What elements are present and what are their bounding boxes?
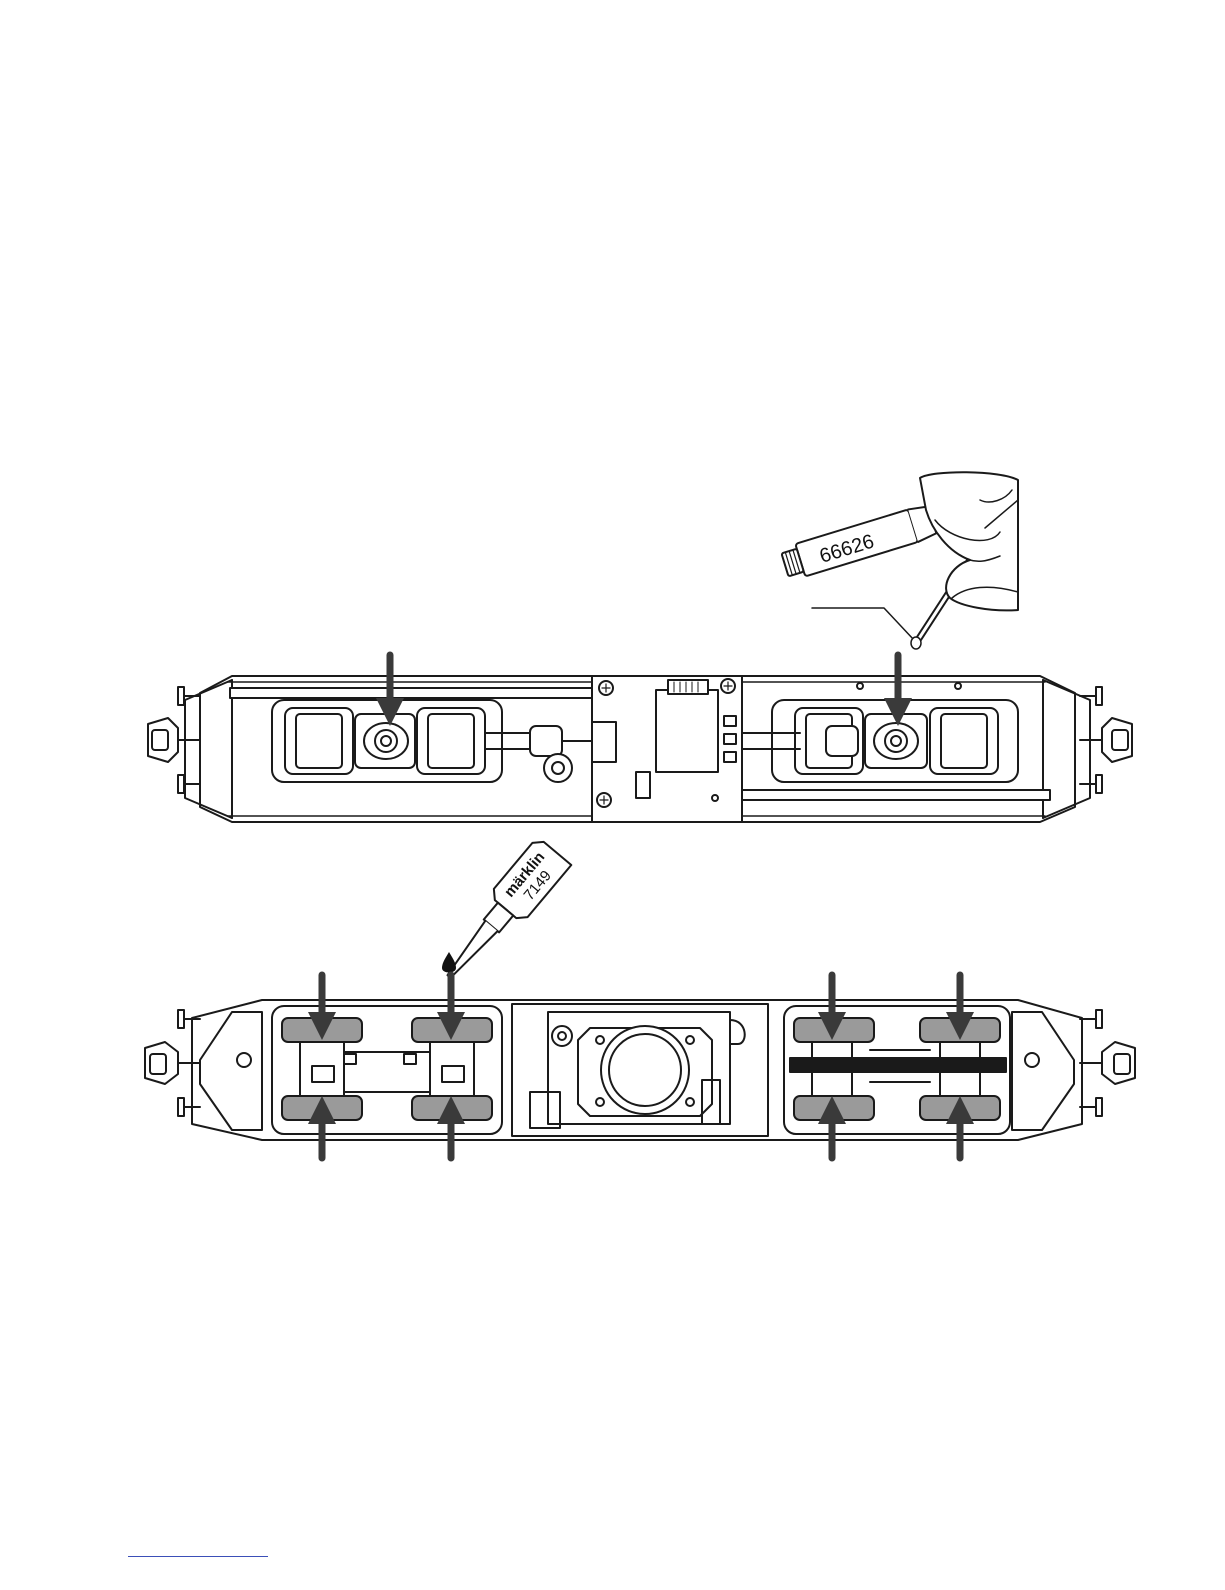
coupler-right-bottom: [1080, 1010, 1135, 1116]
locomotive-bottom-view: [145, 1000, 1135, 1140]
footer-rule: [128, 1556, 268, 1557]
grease-tube-icon: 66626: [780, 500, 951, 582]
coupler-left-top: [148, 687, 200, 793]
oil-drop-icon: [442, 952, 456, 973]
locomotive-top-view: [148, 676, 1132, 822]
coupler-right-top: [1080, 687, 1132, 793]
